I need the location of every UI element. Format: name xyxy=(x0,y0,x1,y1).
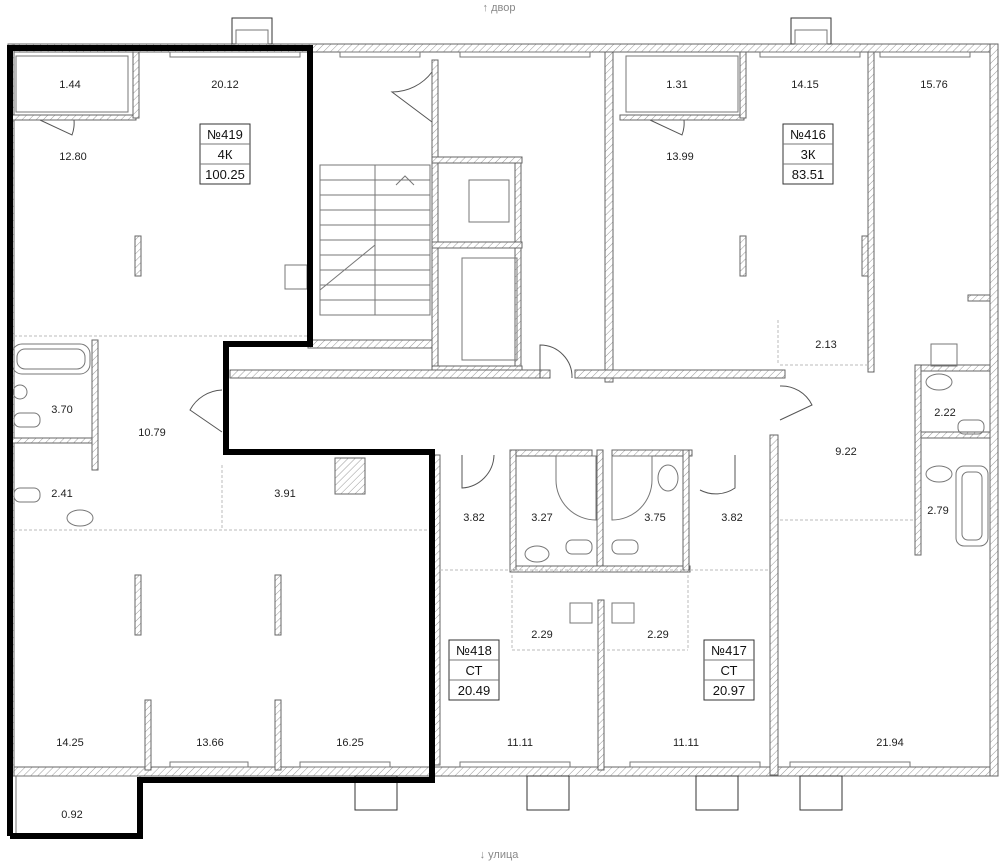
room-area-label: 3.91 xyxy=(274,488,295,500)
interior-walls xyxy=(11,51,991,776)
room-area-label: 3.27 xyxy=(531,512,552,524)
room-area-label: 16.25 xyxy=(336,737,364,749)
zone-lines xyxy=(14,320,915,651)
room-area-label: 3.82 xyxy=(721,512,742,524)
apartment-area: 83.51 xyxy=(792,167,825,182)
room-area-label: 2.22 xyxy=(934,407,955,419)
apartment-type: СТ xyxy=(721,663,738,678)
apartment-outlines xyxy=(7,45,435,839)
room-area-label: 3.75 xyxy=(644,512,665,524)
room-area-label: 21.94 xyxy=(876,737,904,749)
apartment-area: 100.25 xyxy=(205,167,245,182)
apartment-area: 20.49 xyxy=(458,683,491,698)
room-area-label: 13.66 xyxy=(196,737,224,749)
room-labels: 1.44 20.12 12.80 3.70 10.79 2.41 3.91 14… xyxy=(51,79,955,821)
room-area-label: 3.82 xyxy=(463,512,484,524)
room-area-label: 3.70 xyxy=(51,404,72,416)
apartment-box-417: №417 СТ 20.97 xyxy=(703,639,755,701)
apartment-box-416: №416 3К 83.51 xyxy=(782,123,834,185)
fixtures xyxy=(11,264,989,624)
apartment-area: 20.97 xyxy=(713,683,746,698)
room-area-label: 14.25 xyxy=(56,737,84,749)
room-area-label: 2.29 xyxy=(647,629,668,641)
room-area-label: 1.44 xyxy=(59,79,80,91)
apartment-box-419: №419 4К 100.25 xyxy=(199,123,251,185)
apartment-type: 4К xyxy=(218,147,233,162)
elevator-shafts xyxy=(461,179,518,361)
apartment-number: №417 xyxy=(711,643,747,658)
apartment-type: 3К xyxy=(801,147,816,162)
apartment-number: №418 xyxy=(456,643,492,658)
room-area-label: 14.15 xyxy=(791,79,819,91)
room-area-label: 9.22 xyxy=(835,446,856,458)
balconies xyxy=(15,55,739,837)
room-area-label: 11.11 xyxy=(507,737,533,749)
apartment-type: СТ xyxy=(466,663,483,678)
room-area-label: 20.12 xyxy=(211,79,239,91)
compass-top-label: ↑ двор xyxy=(483,2,516,14)
room-area-label: 0.92 xyxy=(61,809,82,821)
top-windows xyxy=(169,17,971,58)
room-area-label: 10.79 xyxy=(138,427,166,439)
doors xyxy=(39,71,813,495)
outer-walls xyxy=(7,43,999,777)
apartment-number: №416 xyxy=(790,127,826,142)
room-area-label: 1.31 xyxy=(666,79,687,91)
room-area-label: 15.76 xyxy=(920,79,948,91)
apartment-box-418: №418 СТ 20.49 xyxy=(448,639,500,701)
apartment-number: №419 xyxy=(207,127,243,142)
room-area-label: 11.11 xyxy=(673,737,699,749)
room-area-label: 2.13 xyxy=(815,339,836,351)
room-area-label: 13.99 xyxy=(666,151,694,163)
room-area-label: 2.79 xyxy=(927,505,948,517)
room-area-label: 2.29 xyxy=(531,629,552,641)
room-area-label: 2.41 xyxy=(51,488,72,500)
compass-bottom-label: ↓ улица xyxy=(480,849,520,861)
room-area-label: 12.80 xyxy=(59,151,87,163)
staircase xyxy=(319,164,431,316)
